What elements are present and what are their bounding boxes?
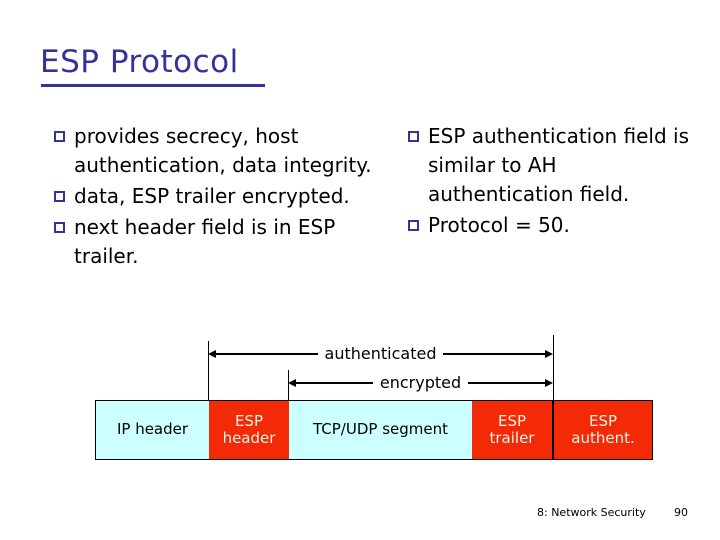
list-item: Protocol = 50.	[408, 211, 698, 240]
encrypted-span: encrypted	[288, 372, 554, 393]
bullet-text: provides secrecy, host authentication, d…	[74, 124, 372, 177]
arrow-right-icon	[545, 379, 554, 387]
packet-block-row: IP header ESP header TCP/UDP segment ESP…	[95, 400, 653, 460]
esp-trailer-block: ESP trailer	[472, 401, 552, 459]
arrow-line	[443, 353, 545, 355]
bullet-text: next header field is in ESP trailer.	[74, 215, 336, 268]
title-underline	[41, 84, 265, 87]
arrow-right-icon	[545, 350, 553, 358]
ip-header-block: IP header	[96, 401, 209, 459]
esp-packet-diagram: authenticated encrypted IP header ESP he…	[95, 335, 655, 465]
square-bullet-icon	[54, 131, 65, 142]
authenticated-span: authenticated	[208, 344, 553, 364]
block-label-line1: ESP	[234, 411, 264, 430]
square-bullet-icon	[408, 220, 419, 231]
bullet-list-left: provides secrecy, host authentication, d…	[54, 122, 404, 273]
arrow-left-icon	[208, 350, 216, 358]
block-label-line2: header	[222, 429, 276, 447]
encrypted-label: encrypted	[379, 372, 462, 392]
block-label-line1: IP header	[116, 420, 189, 439]
bullet-text: Protocol = 50.	[428, 213, 570, 237]
block-label-line2: trailer	[489, 429, 535, 447]
arrow-line	[468, 382, 546, 384]
bullet-text: data, ESP trailer encrypted.	[74, 184, 350, 208]
span-tick-right	[553, 335, 554, 400]
page-title: ESP Protocol	[40, 44, 239, 80]
esp-authent-block: ESP authent.	[552, 401, 652, 459]
bullet-text: ESP authentication field is similar to A…	[428, 124, 689, 206]
arrow-line	[296, 382, 373, 384]
list-item: data, ESP trailer encrypted.	[54, 182, 404, 211]
square-bullet-icon	[408, 131, 419, 142]
footer-page-number: 90	[674, 506, 688, 519]
bullet-list-right: ESP authentication field is similar to A…	[408, 122, 698, 242]
square-bullet-icon	[54, 222, 65, 233]
tcp-udp-segment-block: TCP/UDP segment	[289, 401, 472, 459]
block-label-line1: TCP/UDP segment	[313, 420, 448, 439]
block-label-line1: ESP	[588, 411, 618, 430]
list-item: provides secrecy, host authentication, d…	[54, 122, 404, 180]
span-tick-left	[208, 341, 209, 400]
list-item: next header field is in ESP trailer.	[54, 213, 404, 271]
arrow-left-icon	[288, 379, 296, 387]
block-label-line1: ESP	[497, 411, 527, 430]
square-bullet-icon	[54, 191, 65, 202]
authenticated-label: authenticated	[324, 343, 437, 363]
block-label-line2: authent.	[571, 429, 635, 447]
esp-header-block: ESP header	[209, 401, 289, 459]
footer-course-label: 8: Network Security	[537, 506, 646, 519]
arrow-line	[216, 353, 318, 355]
list-item: ESP authentication field is similar to A…	[408, 122, 698, 209]
